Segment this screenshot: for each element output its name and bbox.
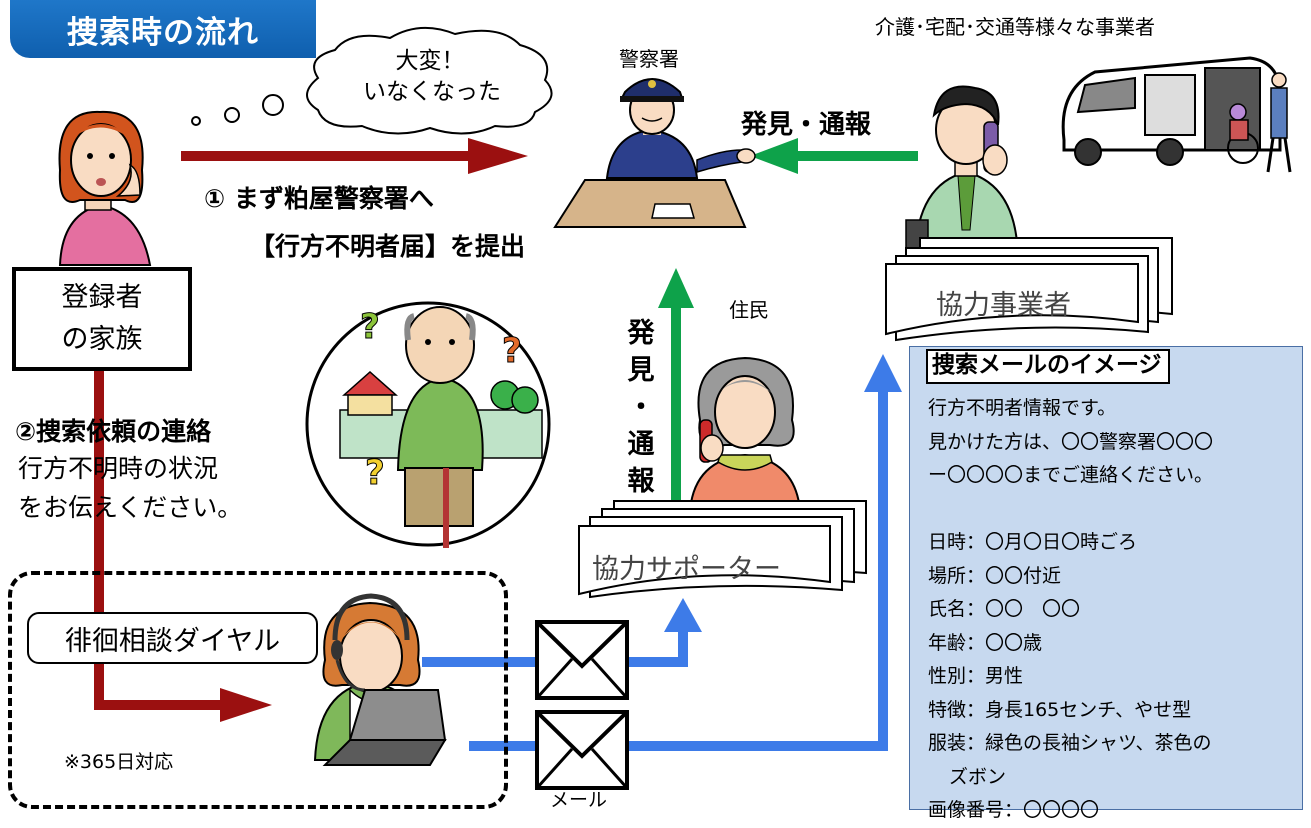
mail-line: 日時：〇月〇日〇時ごろ — [928, 531, 1138, 553]
supporter-doc-label: 協力サポーター — [592, 554, 781, 585]
arrow-family-to-hotline — [94, 370, 272, 722]
mail-line: 年齢：〇〇歳 — [928, 631, 1043, 654]
van-wheelchair-illustration — [1061, 56, 1292, 173]
mail-line: 特徴：身長165センチ、やせ型 — [928, 698, 1192, 721]
mail-line: 場所：〇〇付近 — [928, 564, 1062, 587]
search-mail-panel — [909, 346, 1303, 810]
police-station-label: 警察署 — [619, 47, 679, 71]
step2-desc-line1: 行方不明時の状況 — [18, 454, 219, 483]
page-title: 捜索時の流れ — [10, 0, 316, 58]
mail-line: ー〇〇〇〇までご連絡ください。 — [928, 464, 1214, 486]
search-mail-body: 行方不明者情報です。 見かけた方は、〇〇警察署〇〇〇 ー〇〇〇〇までご連絡くださ… — [928, 392, 1300, 828]
svg-text:?: ? — [360, 307, 380, 347]
business-doc-label: 協力事業者 — [936, 290, 1071, 321]
police-officer-illustration — [553, 78, 756, 228]
resident-woman-phone-illustration — [688, 356, 802, 511]
registrant-family-box: 登録者 の家族 — [12, 267, 192, 371]
mail-line: 氏名：〇〇 〇〇 — [928, 598, 1081, 620]
operator-headset-illustration — [313, 593, 447, 766]
envelope-icon — [535, 710, 629, 790]
step1-detail: 【行方不明者届】を提出 — [250, 232, 526, 261]
mail-label: メール — [550, 789, 608, 811]
businesses-header: 介護･宅配･交通等様々な事業者 — [875, 15, 1155, 39]
report-from-resident-label: 発 見 ・ 通 報 — [627, 318, 655, 497]
thought-bubble — [191, 26, 553, 135]
envelope-icon — [535, 620, 629, 700]
hotline-label: 徘徊相談ダイヤル — [27, 612, 318, 664]
mail-line: ズボン — [949, 765, 1007, 788]
step2-desc-line2: をお伝えください。 — [18, 493, 243, 522]
mail-line: 服装：緑色の長袖シャツ、茶色の — [928, 732, 1212, 754]
svg-text:?: ? — [502, 331, 522, 371]
hotline-note: ※365日対応 — [64, 751, 174, 773]
thought-bubble-line2: いなくなった — [363, 79, 501, 105]
family-line1: 登録者 — [61, 282, 143, 314]
search-mail-title: 捜索メールのイメージ — [926, 349, 1170, 384]
step1-label: ① まず粕屋警察署へ — [204, 184, 434, 213]
report-from-business-label: 発見・通報 — [741, 110, 872, 140]
mail-line: 画像番号：〇〇〇〇 — [928, 799, 1100, 821]
lost-elderly-man-illustration: ? ? ? — [305, 301, 551, 548]
supporter-doc-stack — [578, 500, 867, 599]
mail-line: 見かけた方は、〇〇警察署〇〇〇 — [928, 430, 1214, 453]
worried-woman-illustration — [58, 110, 152, 266]
svg-text:?: ? — [365, 453, 385, 493]
thought-bubble-line1: 大変！ — [395, 48, 465, 74]
businessman-phone-illustration — [905, 85, 1020, 263]
mail-line: 性別：男性 — [928, 665, 1024, 687]
arrow-family-to-police — [181, 138, 528, 174]
mail-line: 行方不明者情報です。 — [928, 397, 1117, 419]
arrow-resident-to-police — [658, 268, 694, 517]
hotline-frame — [8, 571, 508, 809]
resident-label: 住民 — [729, 298, 769, 322]
family-line2: の家族 — [61, 324, 143, 355]
arrow-business-to-police — [750, 138, 918, 174]
arrow-hotline-to-businesses — [469, 354, 902, 751]
business-doc-stack — [885, 237, 1173, 342]
mail-line — [928, 493, 1300, 527]
step2-title: ②捜索依頼の連絡 — [15, 417, 212, 446]
